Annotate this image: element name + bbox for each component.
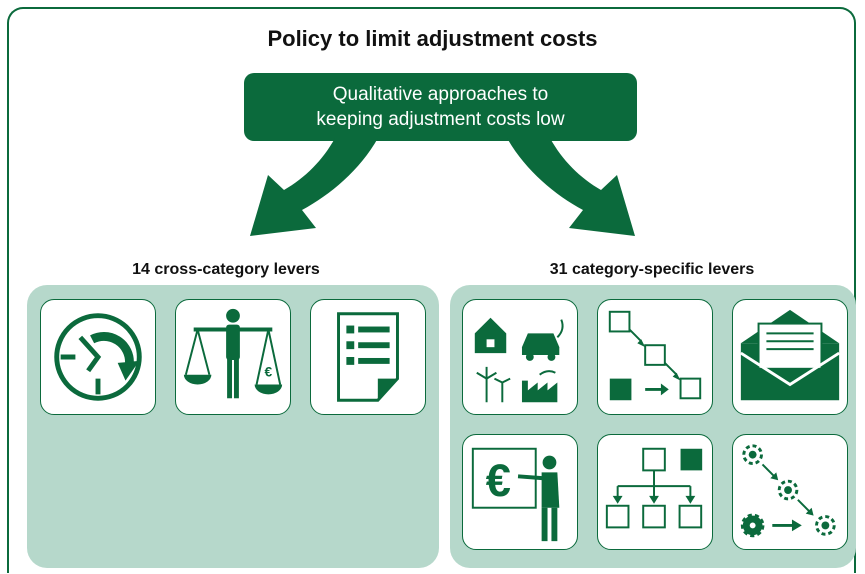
lever-card: €: [175, 299, 291, 415]
left-group-label: 14 cross-category levers: [132, 261, 320, 278]
categories-icon: [474, 317, 564, 403]
lever-card: [597, 434, 713, 550]
left-arrow: [250, 138, 378, 236]
top-box-line-2: keeping adjustment costs low: [316, 109, 565, 130]
svg-text:€: €: [265, 365, 273, 380]
lever-card: [597, 299, 713, 415]
hierarchy-chart-icon: [605, 447, 703, 529]
svg-text:€: €: [486, 455, 511, 506]
lever-card: [40, 299, 156, 415]
gears-process-icon: [740, 444, 836, 538]
lever-card: [732, 434, 848, 550]
lever-card: [310, 299, 426, 415]
lever-card: [462, 299, 578, 415]
top-box: Qualitative approaches to keeping adjust…: [244, 73, 637, 141]
stepwise-process-icon: [608, 310, 702, 401]
right-group-label: 31 category-specific levers: [549, 261, 755, 278]
document-list-icon: [337, 312, 399, 402]
lever-card: [732, 299, 848, 415]
envelope-letter-icon: [740, 309, 840, 401]
lever-card: €: [462, 434, 578, 550]
clock-turn-back-icon: [54, 313, 142, 401]
diagram-title: Policy to limit adjustment costs: [267, 26, 598, 51]
euro-presentation-icon: €: [471, 447, 560, 542]
balance-scale-euro-icon: €: [183, 308, 283, 399]
top-box-line-1: Qualitative approaches to: [332, 84, 549, 105]
right-arrow: [507, 138, 635, 236]
